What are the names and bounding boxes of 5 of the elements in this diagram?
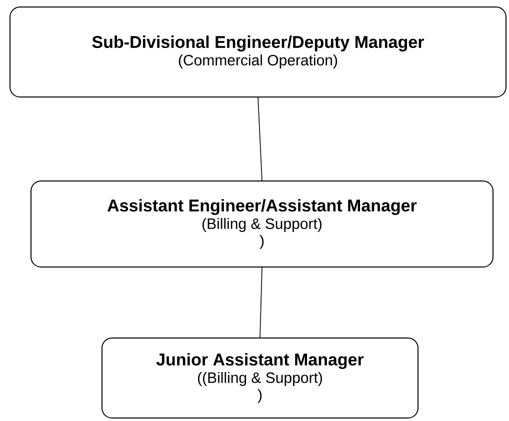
connector-line (258, 97, 262, 181)
role-box: Assistant Engineer/Assistant Manager (Billing & Support) ) (30, 180, 494, 268)
role-box: Sub-Divisional Engineer/Deputy Manager (Commercial Operation) (10, 6, 506, 98)
role-box: Junior Assistant Manager ((Billing & Support) ) (102, 338, 418, 418)
connector-line (260, 267, 262, 338)
